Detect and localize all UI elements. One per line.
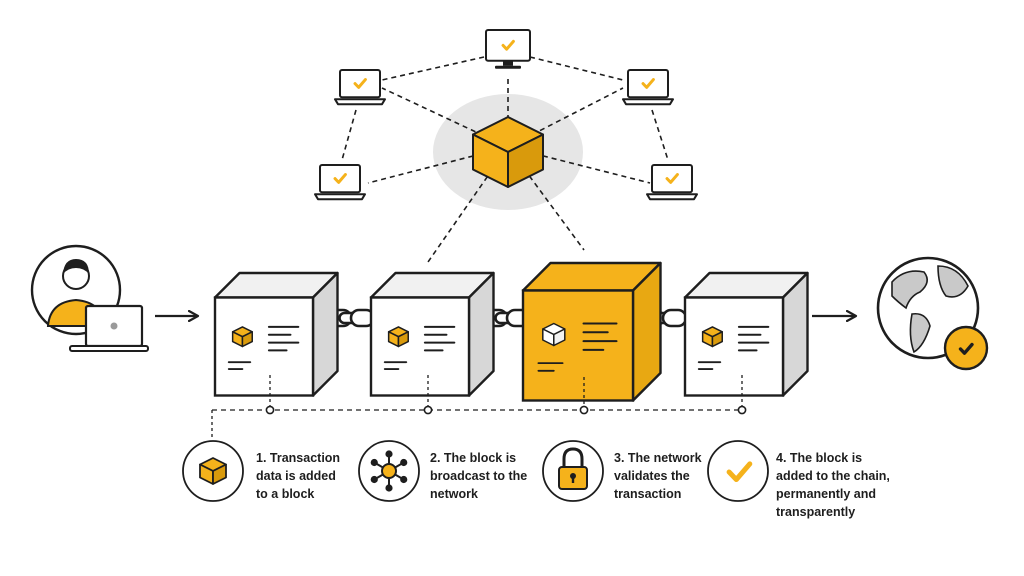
step-4-description: 4. The block is added to the chain, perm… xyxy=(776,449,890,521)
hub-node xyxy=(370,458,378,467)
block-front-face xyxy=(369,296,471,397)
step-3-line: transaction xyxy=(614,487,682,501)
monitor-neck xyxy=(503,60,513,66)
network-link xyxy=(367,146,509,184)
step-2-description: 2. The block is broadcast to the network xyxy=(430,449,527,503)
chain-link-icon xyxy=(482,308,532,328)
hub-node xyxy=(370,475,378,484)
hub-node xyxy=(400,475,408,484)
monitor-stand xyxy=(495,65,521,69)
hub-node xyxy=(385,450,393,458)
globe-check-badge xyxy=(943,325,989,371)
step-icon-circle xyxy=(707,440,769,502)
monitor-checkmark-icon xyxy=(485,29,531,69)
step-3-description: 3. The network validates the transaction xyxy=(614,449,702,503)
checkmark-stroke xyxy=(641,78,655,89)
step-1-line: 1. Transaction xyxy=(256,451,341,465)
central-block-cube xyxy=(472,116,544,188)
user-laptop-logo xyxy=(110,322,118,330)
cube-right-face xyxy=(711,331,723,348)
block-cube-icon xyxy=(701,326,723,348)
step-2-line: network xyxy=(430,487,478,501)
globe-continent xyxy=(891,270,928,310)
checkmark-stroke xyxy=(353,78,367,89)
step-4-line: permanently and xyxy=(776,487,877,501)
laptop-base xyxy=(314,193,366,201)
step-4-checkmark-icon xyxy=(707,440,769,502)
block-front-face xyxy=(521,289,635,402)
laptop-checkmark-icon xyxy=(622,69,674,106)
network-link xyxy=(341,109,357,161)
checkmark-stroke xyxy=(958,342,974,355)
step-1-line: data is added xyxy=(256,469,336,483)
user-hair xyxy=(63,259,89,274)
cube-right-face xyxy=(397,331,409,348)
cube-right-face xyxy=(553,328,566,347)
hub-node xyxy=(385,484,393,492)
network-link xyxy=(529,56,624,81)
step-4-line: 4. The block is xyxy=(776,451,863,465)
laptop-checkmark-icon xyxy=(334,69,386,106)
user-laptop-base xyxy=(69,345,149,352)
network-link xyxy=(381,56,485,81)
block-3 xyxy=(521,261,662,402)
cube-right-face xyxy=(212,463,227,485)
block-1 xyxy=(213,271,339,397)
step-1-line: to a block xyxy=(256,487,315,501)
laptop-base xyxy=(646,193,698,201)
cube-right-face xyxy=(507,133,544,188)
block-2 xyxy=(369,271,495,397)
block-4 xyxy=(683,271,809,397)
checkmark-stroke xyxy=(726,461,753,483)
step-2-line: 2. The block is xyxy=(430,451,517,465)
checkmark-stroke xyxy=(665,173,679,184)
user-at-laptop-icon xyxy=(30,244,149,352)
chain-link-loop xyxy=(661,308,688,328)
block-cube-icon xyxy=(542,322,566,347)
network-link xyxy=(507,146,651,184)
step-2-network-hub-icon xyxy=(358,440,420,502)
timeline-dot xyxy=(265,405,275,415)
laptop-base xyxy=(622,98,674,106)
hub-node xyxy=(400,458,408,467)
block-front-face xyxy=(213,296,315,397)
cube-right-face xyxy=(241,331,253,348)
globe-checkmark-icon xyxy=(876,256,989,371)
step-3-line: validates the xyxy=(614,469,690,483)
timeline-dot xyxy=(579,405,589,415)
block-cube-icon xyxy=(387,326,409,348)
step-3-padlock-icon xyxy=(542,440,604,502)
laptop-base xyxy=(334,98,386,106)
step-1-description: 1. Transaction data is added to a block xyxy=(256,449,340,503)
globe-continent xyxy=(937,265,969,298)
block-front-face xyxy=(683,296,785,397)
network-link xyxy=(651,109,669,161)
timeline-dot xyxy=(423,405,433,415)
step-1-cube xyxy=(199,457,227,485)
block-cube-icon xyxy=(231,326,253,348)
hub-center xyxy=(381,463,397,479)
step-1-cube-icon xyxy=(182,440,244,502)
timeline-dot xyxy=(737,405,747,415)
globe-continent xyxy=(909,312,931,354)
step-4-line: added to the chain, xyxy=(776,469,890,483)
step-2-line: broadcast to the xyxy=(430,469,528,483)
laptop-checkmark-icon xyxy=(314,164,366,201)
step-4-line: transparently xyxy=(776,505,856,519)
padlock-shackle xyxy=(562,447,584,468)
padlock-keyhole xyxy=(571,476,575,483)
step-3-line: 3. The network xyxy=(614,451,702,465)
checkmark-stroke xyxy=(333,173,347,184)
laptop-checkmark-icon xyxy=(646,164,698,201)
checkmark-stroke xyxy=(501,39,515,51)
